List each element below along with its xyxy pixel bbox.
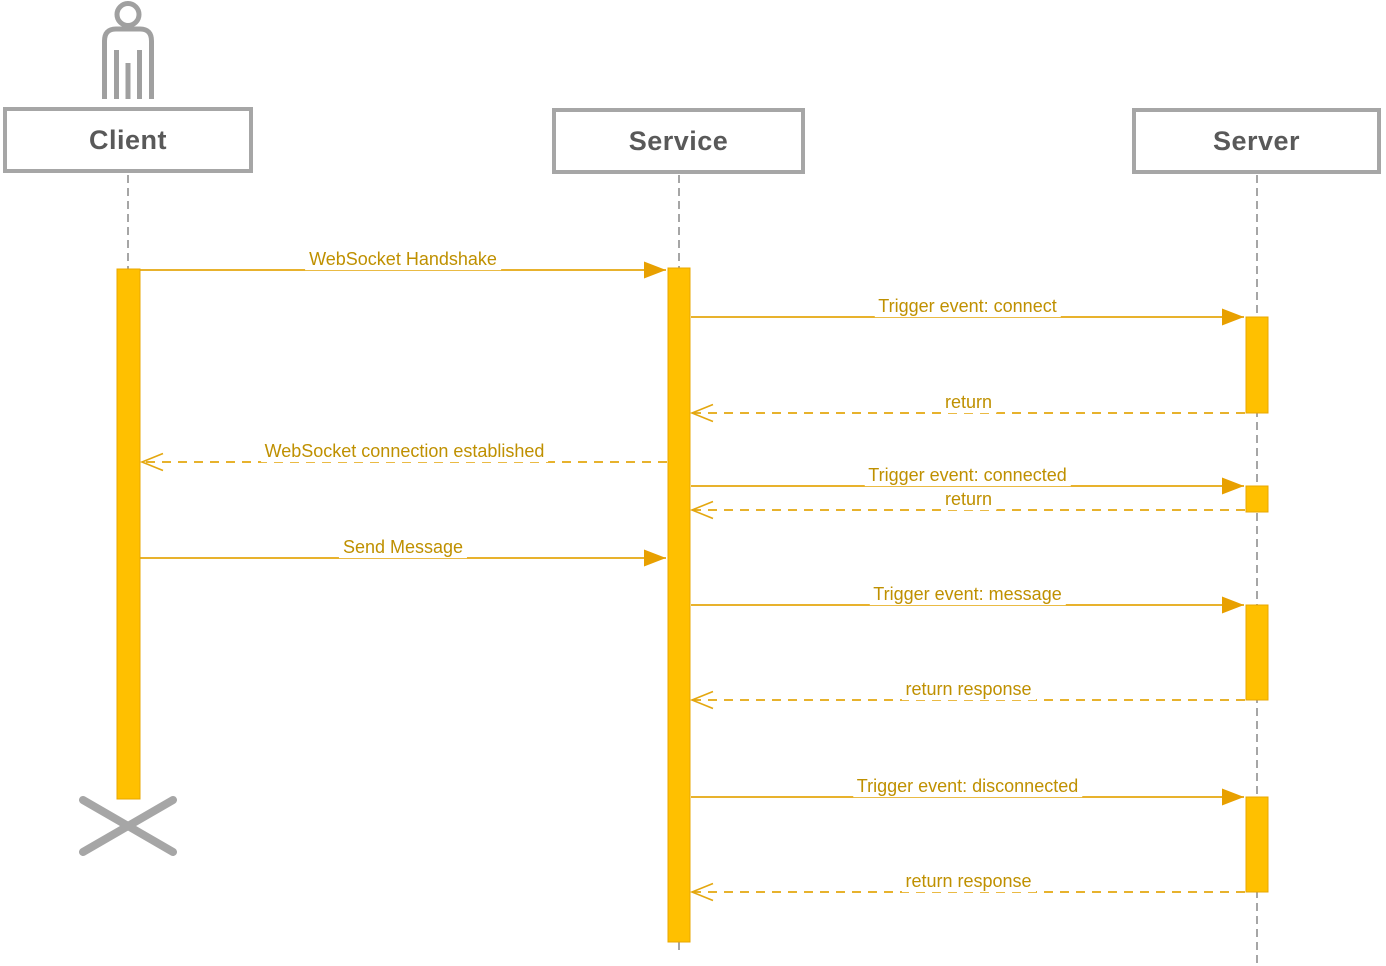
lifeline-header-service: Service [552, 108, 805, 174]
activation-bar-server [1245, 604, 1269, 701]
activation-bar-client [116, 268, 141, 800]
activation-bar-service [667, 267, 691, 943]
activation-bar-server [1245, 316, 1269, 414]
message-label: Trigger event: message [869, 584, 1066, 605]
message-label: Trigger event: connect [874, 296, 1061, 317]
message-label: return response [901, 679, 1036, 700]
lifeline-header-server: Server [1132, 108, 1381, 174]
message-label: WebSocket Handshake [305, 249, 501, 270]
lifeline-header-client-label: Client [88, 124, 167, 155]
message-label: Send Message [338, 537, 468, 558]
message-label: return [940, 489, 997, 510]
message-label: WebSocket connection established [260, 441, 549, 462]
lifeline-header-client: Client [3, 107, 253, 173]
lifeline-header-service-label: Service [628, 125, 729, 156]
activation-bar-server [1245, 796, 1269, 893]
person-icon [102, 1, 154, 99]
lifeline-header-server-label: Server [1212, 125, 1301, 156]
message-label: return response [901, 871, 1036, 892]
message-label: return [940, 392, 997, 413]
message-label: Trigger event: connected [864, 465, 1071, 486]
destruction-x-icon [79, 796, 177, 856]
activation-bar-server [1245, 485, 1269, 513]
message-label: Trigger event: disconnected [852, 776, 1083, 797]
